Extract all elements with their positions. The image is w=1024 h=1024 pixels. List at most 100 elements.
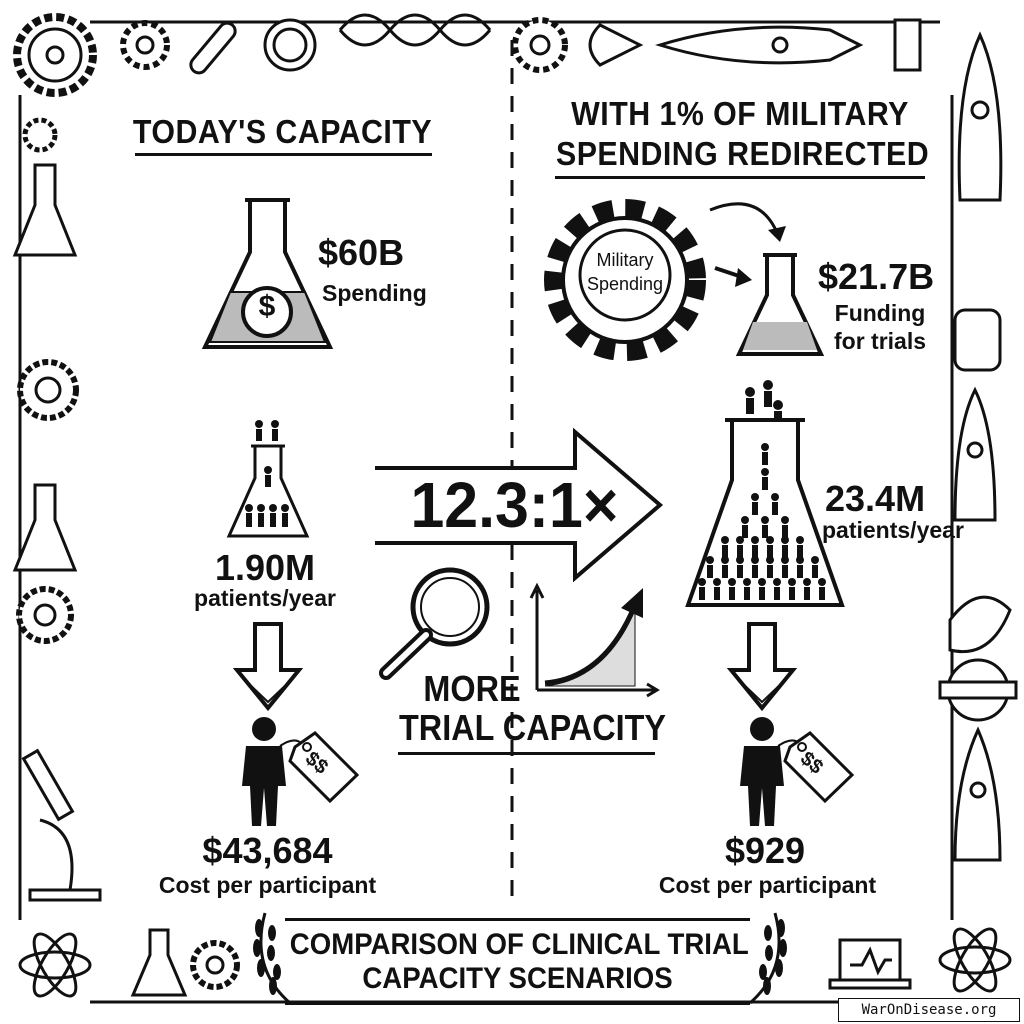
money-flask-icon [201,198,334,349]
price-tag-icon [288,731,360,804]
crowd-person [781,516,789,524]
more-label: MORE [423,668,521,709]
crowd-person [811,556,819,564]
footer-top-line [285,918,750,921]
down-arrow-icon [232,622,304,712]
dna-icon [338,13,492,47]
people-crowd [698,443,826,600]
laptop-icon [828,938,912,990]
crowd-person-body [782,545,788,558]
funding-label-line2: for trials [833,328,927,354]
footer-bottom-line [285,1002,750,1005]
ratio-value: 12.3:1× [410,469,619,541]
crowd-person-body [742,525,748,538]
crowd-person-body [752,545,758,558]
crowd-person-body [812,565,818,578]
crowd-person [788,578,796,586]
crowd-person-body [762,477,768,490]
funding-label-line1: Funding [834,300,926,326]
crowd-person [728,578,736,586]
footer-title-line1: COMPARISON OF CLINICAL TRIAL [289,928,749,961]
crowd-person [818,578,826,586]
crowd-person-body [722,565,728,578]
rocket-icon [588,18,922,72]
overflowing-flask-icon [685,380,845,607]
atom-icon [18,927,1012,998]
crowd-person [758,578,766,586]
patients-flask-icon [226,420,310,538]
crowd-person [781,536,789,544]
spending-label: Spending [322,280,427,306]
microscope-icon [21,748,102,902]
crowd-person-body [762,525,768,538]
right-cost-label: Cost per participant [658,872,877,898]
crowd-person-body [707,565,713,578]
curved-arrow-icon [709,202,786,287]
crowd-person [796,556,804,564]
right-cost-value: $929 [724,830,806,871]
crowd-person [773,578,781,586]
rocket-icon [938,31,1018,862]
crowd-person [743,578,751,586]
crowd-person [713,578,721,586]
laurel-right-icon [749,912,787,1005]
gear-label-line1: Military [596,250,654,270]
crowd-person [761,468,769,476]
price-tag-icon [783,731,855,804]
crowd-person [766,556,774,564]
crowd-person [781,556,789,564]
left-title-underline [135,153,432,156]
crowd-person [766,536,774,544]
down-arrow-icon [726,622,798,712]
crowd-person [751,493,759,501]
crowd-person [706,556,714,564]
person-icon [740,717,801,826]
gear-icon [13,13,568,990]
crowd-person-body [782,525,788,538]
crowd-person-body [752,502,758,515]
crowd-person-body [804,587,810,600]
left-cost-label: Cost per participant [158,872,377,898]
watermark: WarOnDisease.org [838,998,1020,1022]
magnifier-icon [379,567,490,680]
crowd-person [751,536,759,544]
crowd-person-body [744,587,750,600]
right-title-line1: WITH 1% OF MILITARY [571,95,909,132]
left-patients-label: patients/year [194,585,336,611]
crowd-person-body [722,545,728,558]
crowd-person-body [752,565,758,578]
trial-capacity-label: TRIAL CAPACITY [399,707,667,748]
crowd-person [761,516,769,524]
funding-value: $21.7B [818,256,935,297]
right-title-line2: SPENDING REDIRECTED [556,135,930,172]
spending-value: $60B [318,232,405,273]
laurel-left-icon [253,912,291,1005]
crowd-person-body [789,587,795,600]
right-title-underline [555,176,925,179]
crowd-person [803,578,811,586]
crowd-person-body [759,587,765,600]
crowd-person-body [767,545,773,558]
footer-title-line2: CAPACITY SCENARIOS [362,962,673,995]
crowd-person-body [714,587,720,600]
crowd-person-body [729,587,735,600]
flask-dollar-symbol: $ [258,290,276,323]
crowd-person-body [782,565,788,578]
crowd-person [741,516,749,524]
crowd-person-body [737,545,743,558]
crowd-person-body [762,452,768,465]
big-right-arrow [375,427,664,583]
right-patients-label: patients/year [822,517,964,543]
crowd-person-body [797,545,803,558]
crowd-person [698,578,706,586]
flask-icon [12,163,188,997]
crowd-person-body [797,565,803,578]
growth-chart-icon [529,582,660,698]
military-gear-icon [544,199,706,361]
left-cost-value: $43,684 [202,830,333,871]
right-patients-value: 23.4M [825,478,926,519]
person-icon [242,717,303,826]
crowd-person [751,556,759,564]
gear-label-line2: Spending [586,274,664,294]
